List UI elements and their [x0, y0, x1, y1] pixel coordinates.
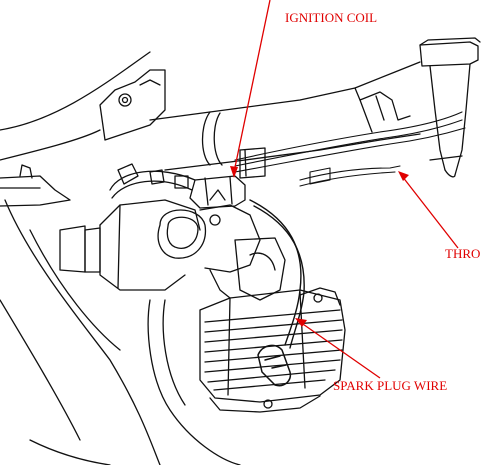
throttle-leader	[398, 171, 459, 249]
frame-outline	[0, 51, 161, 465]
upper-bracket	[99, 69, 166, 141]
carburetor	[157, 189, 286, 301]
spark-plug-wire-part	[249, 199, 305, 349]
cable-bundle	[234, 111, 466, 187]
ignition-coil-leader	[230, 0, 271, 178]
engine-case	[147, 299, 321, 465]
filler-neck	[419, 37, 481, 178]
ignition-coil-label: IGNITION COIL	[285, 10, 378, 25]
spark-plug-wire-leader	[295, 318, 381, 379]
spark-plug-wire-label: SPARK PLUG WIRE	[333, 378, 448, 393]
throttle-label: THRO	[445, 246, 481, 261]
frame-tube	[149, 61, 421, 171]
ignition-coil-part	[109, 147, 266, 209]
air-filter	[59, 199, 201, 291]
spark-plug-cap	[257, 344, 292, 387]
left-bracket	[0, 164, 71, 207]
